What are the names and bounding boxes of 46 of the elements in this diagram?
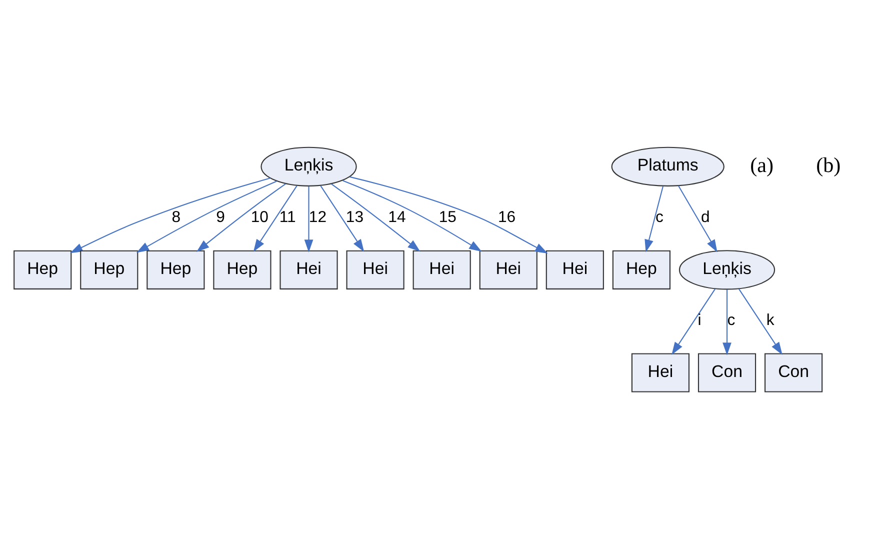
arrow xyxy=(738,288,782,354)
edge-label: 14 xyxy=(388,208,406,226)
edge-label: k xyxy=(766,312,774,329)
node-box: Hep xyxy=(13,250,72,289)
node-box: Hep xyxy=(612,250,670,289)
edge-label: 10 xyxy=(250,208,268,226)
edge-label: 9 xyxy=(216,208,224,226)
node-ellipse: Leņķis xyxy=(260,146,356,186)
arrow xyxy=(722,288,731,355)
edge-label: 11 xyxy=(278,208,296,226)
arrow xyxy=(136,180,276,252)
edge-label: 8 xyxy=(171,208,180,226)
label: (a) xyxy=(750,152,774,176)
node-ellipse: Leņķis xyxy=(678,250,775,290)
arrow xyxy=(196,182,286,252)
edge-label: c xyxy=(726,312,735,329)
node-ellipse: Platums xyxy=(610,146,724,186)
arrow xyxy=(671,288,716,354)
arrow xyxy=(330,182,420,252)
node-box: Hei xyxy=(478,250,537,289)
node-box: Hep xyxy=(146,250,204,289)
node-box: Hei xyxy=(630,352,690,392)
edge-label: 15 xyxy=(438,208,456,226)
node-box: Hei xyxy=(279,250,338,289)
node-box: Hei xyxy=(346,250,404,289)
arrow xyxy=(304,186,313,252)
arrow xyxy=(348,176,548,253)
edge-label: 13 xyxy=(345,208,364,226)
node-box: Con xyxy=(697,352,756,392)
node-box: Hei xyxy=(545,250,604,289)
arrow xyxy=(644,186,664,252)
arrow xyxy=(342,180,482,252)
node-box: Hep xyxy=(80,250,138,289)
node-box: Hei xyxy=(412,250,470,289)
node-box: Hep xyxy=(212,250,271,289)
arrow xyxy=(252,185,297,252)
arrow xyxy=(677,185,717,252)
edge-label: d xyxy=(700,208,710,226)
label: (b) xyxy=(816,152,840,176)
edge-label: c xyxy=(654,208,663,226)
arrow xyxy=(320,185,364,252)
edge-label: 12 xyxy=(308,208,326,226)
edge-label: 16 xyxy=(497,208,516,226)
arrow xyxy=(70,177,270,253)
node-box: Con xyxy=(764,352,822,392)
edge-label: i xyxy=(697,312,701,329)
